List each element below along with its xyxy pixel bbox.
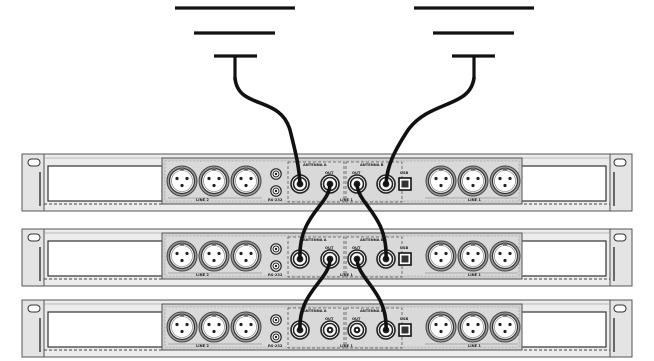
label-line1-b: LINE 1 (468, 273, 481, 277)
label-antenna-b: ANTENNA B (360, 309, 384, 313)
label-out-b: OUT (352, 317, 361, 321)
label-antenna-b: ANTENNA B (360, 163, 384, 167)
label-line1: LINE 1 (340, 273, 353, 277)
cable-u1-out-a-to-u2-in-a (298, 182, 332, 261)
label-antenna-a: ANTENNA A (303, 309, 327, 313)
label-rs232: RS-232 (268, 273, 283, 277)
cable-antenna-left (233, 76, 302, 186)
rack-unit-1: LINE 2 RS-232 ANTENNA A ANTENNA B OUT OU… (22, 154, 632, 211)
label-usb: USB (400, 171, 409, 175)
label-line2: LINE 2 (196, 344, 209, 348)
label-line1: LINE 1 (340, 344, 353, 348)
antenna-left (175, 6, 295, 78)
cable-antenna-right (384, 76, 476, 186)
label-rs232: RS-232 (268, 344, 283, 348)
label-usb: USB (400, 317, 409, 321)
label-usb: USB (400, 246, 409, 250)
label-line1-b: LINE 1 (468, 198, 481, 202)
rack-unit-3: LINE 2 RS-232 ANTENNA A ANTENNA B OUT OU… (22, 300, 632, 357)
label-out-a: OUT (325, 171, 334, 175)
label-out-b: OUT (352, 246, 361, 250)
cable-u2-out-a-to-u3-in-a (298, 257, 332, 332)
label-line1-b: LINE 1 (468, 344, 481, 348)
label-rs232: RS-232 (268, 198, 283, 202)
label-line2: LINE 2 (196, 273, 209, 277)
label-out-b: OUT (352, 171, 361, 175)
label-out-a: OUT (325, 317, 334, 321)
rack-unit-2: LINE 2 RS-232 ANTENNA A ANTENNA B OUT OU… (22, 229, 632, 286)
label-line2: LINE 2 (196, 198, 209, 202)
antenna-right (414, 6, 534, 78)
label-line1: LINE 1 (340, 198, 353, 202)
label-antenna-a: ANTENNA A (303, 238, 327, 242)
cable-u2-out-b-to-u3-in-b (355, 257, 388, 332)
cable-u1-out-b-to-u2-in-b (355, 182, 388, 261)
label-antenna-b: ANTENNA B (360, 238, 384, 242)
label-out-a: OUT (325, 246, 334, 250)
label-antenna-a: ANTENNA A (303, 163, 327, 167)
